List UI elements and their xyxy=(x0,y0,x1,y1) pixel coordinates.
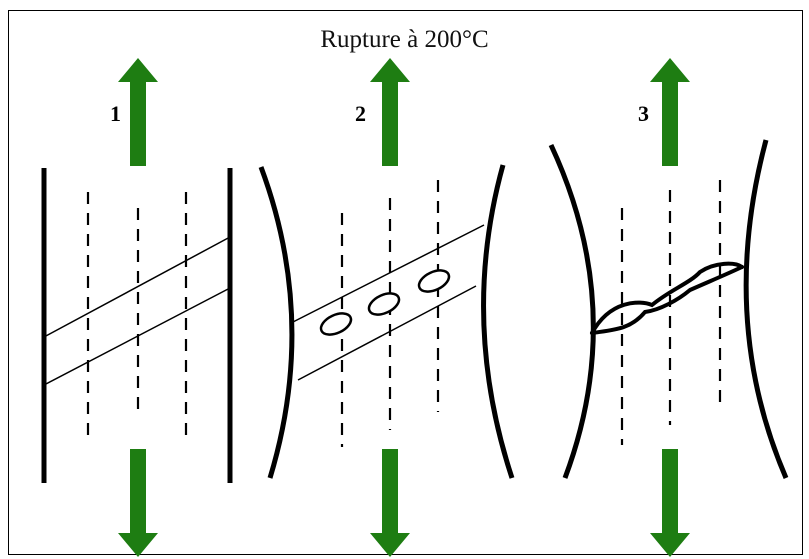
void xyxy=(366,289,403,319)
stage-1-tension-arrow-up xyxy=(118,58,158,166)
stage-2-right-edge xyxy=(484,165,512,478)
stage-1-tension-arrow-down xyxy=(118,449,158,557)
stage-1-chains xyxy=(88,192,186,435)
stage-3-tension-arrow-up xyxy=(650,58,690,166)
void xyxy=(416,266,453,296)
stage-2-tension-arrow-up xyxy=(370,58,410,166)
stage-3-tension-arrow-down xyxy=(650,449,690,557)
stage-2-voids xyxy=(318,266,453,339)
stage-3-chains xyxy=(622,180,720,445)
stage-3-left-edge xyxy=(551,145,593,478)
stage-2-tension-arrow-down xyxy=(370,449,410,557)
stage-3: 3 xyxy=(551,58,786,557)
stage-2-label: 2 xyxy=(355,101,366,126)
stage-2: 2 xyxy=(261,58,512,557)
stage-1-label: 1 xyxy=(110,101,121,126)
stage-3-label: 3 xyxy=(638,101,649,126)
stage-1: 1 xyxy=(44,58,230,557)
void xyxy=(318,309,355,339)
stage-3-right-edge xyxy=(746,140,786,478)
stage-2-left-edge xyxy=(261,167,292,478)
